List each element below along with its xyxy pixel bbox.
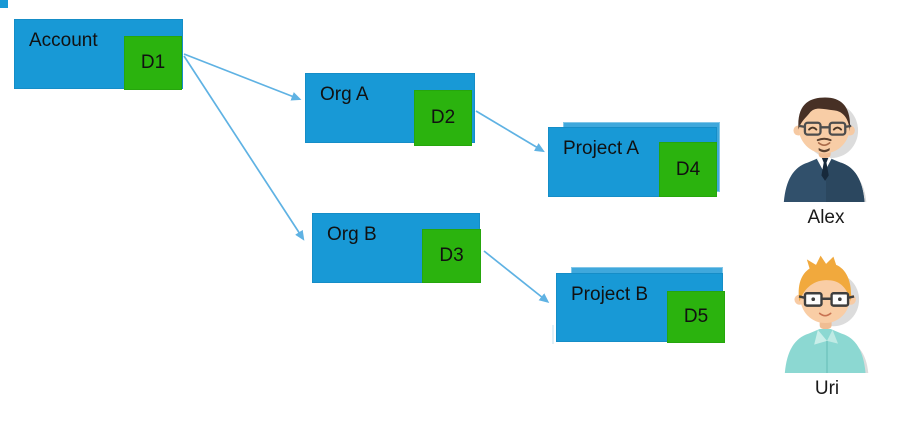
node-org-a: Org A D2 xyxy=(305,73,475,146)
smile xyxy=(818,312,832,317)
edge-org-b-to-project-b xyxy=(483,250,550,303)
badge-d1: D1 xyxy=(124,36,182,90)
hair xyxy=(798,255,852,302)
collar-left xyxy=(814,329,827,345)
tie xyxy=(821,158,829,181)
smile xyxy=(817,142,831,146)
alex-avatar-icon xyxy=(783,97,867,202)
eye-right xyxy=(838,297,842,302)
node-project-b: Project B D5 xyxy=(556,273,725,343)
stray-line-artifact xyxy=(552,325,554,344)
goatee xyxy=(818,147,830,153)
sweater-shade xyxy=(826,158,865,202)
badge-d2: D2 xyxy=(414,90,472,146)
node-account: Account D1 xyxy=(14,19,183,90)
edge-org-a-to-project-a xyxy=(475,110,545,153)
eye-left xyxy=(811,297,816,302)
edge-account-to-org-b xyxy=(183,55,305,241)
shirt xyxy=(784,329,866,373)
corner-artifact xyxy=(0,0,8,8)
user-name-alex: Alex xyxy=(807,207,845,228)
node-label-org-a: Org A xyxy=(320,84,369,105)
user-name-uri: Uri xyxy=(814,378,840,399)
edge-account-to-org-a xyxy=(183,53,302,101)
node-project-a: Project A D4 xyxy=(548,127,717,197)
mustache xyxy=(816,137,832,142)
user-alex: Alex xyxy=(779,92,873,227)
badge-d5: D5 xyxy=(667,291,725,343)
node-label-project-b: Project B xyxy=(571,284,649,305)
node-org-b: Org B D3 xyxy=(312,213,481,283)
closed-eyes xyxy=(808,126,843,131)
node-label-project-a: Project A xyxy=(563,138,640,159)
node-label-org-b: Org B xyxy=(327,224,377,245)
user-uri: Uri xyxy=(781,252,873,398)
node-label-account: Account xyxy=(29,30,98,51)
badge-d3: D3 xyxy=(422,229,481,283)
hair xyxy=(798,97,851,132)
badge-d4: D4 xyxy=(659,142,717,197)
glasses xyxy=(798,121,852,136)
collar-right xyxy=(827,329,838,344)
uri-avatar-icon xyxy=(784,255,869,373)
